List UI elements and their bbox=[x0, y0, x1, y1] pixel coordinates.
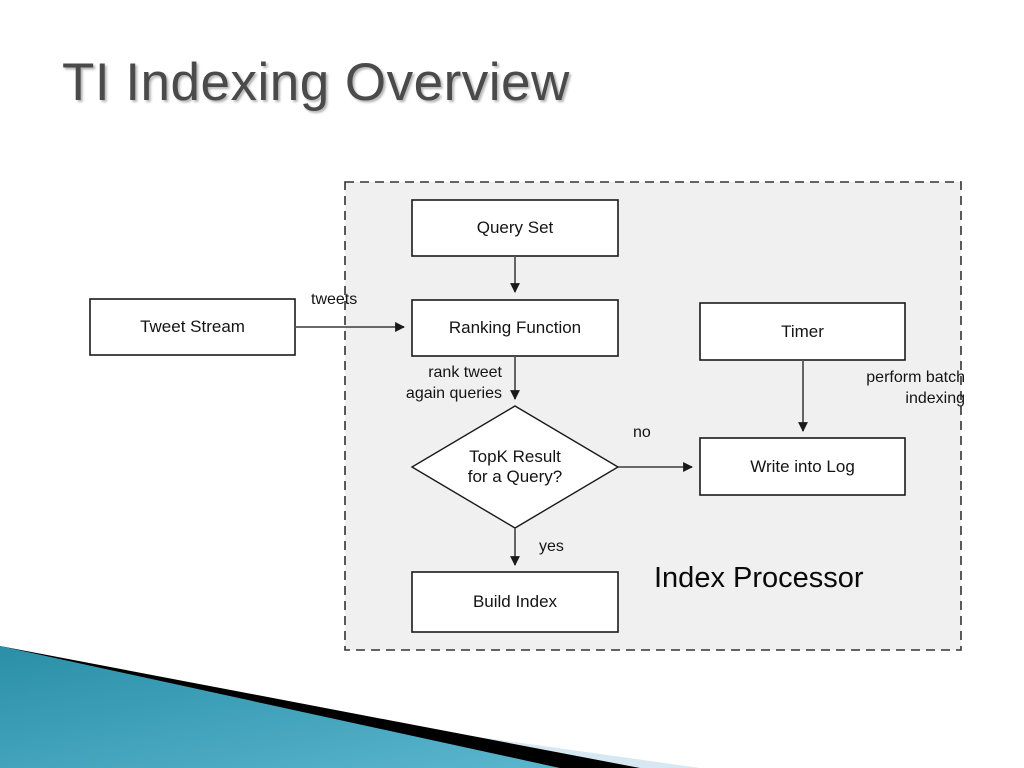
corner-ribbon-decoration bbox=[0, 646, 700, 768]
flowchart-svg bbox=[89, 181, 962, 651]
flowchart-diagram: Tweet Stream Query Set Ranking Function … bbox=[89, 181, 965, 651]
ribbon-black bbox=[0, 646, 640, 768]
node-tweet-stream bbox=[89, 298, 296, 356]
node-write-into-log bbox=[699, 437, 906, 496]
node-query-set bbox=[411, 199, 619, 257]
ribbon-teal bbox=[0, 646, 560, 768]
node-ranking-function bbox=[411, 299, 619, 357]
node-timer bbox=[699, 302, 906, 361]
node-build-index bbox=[411, 571, 619, 633]
page-title: TI Indexing Overview bbox=[62, 53, 570, 112]
